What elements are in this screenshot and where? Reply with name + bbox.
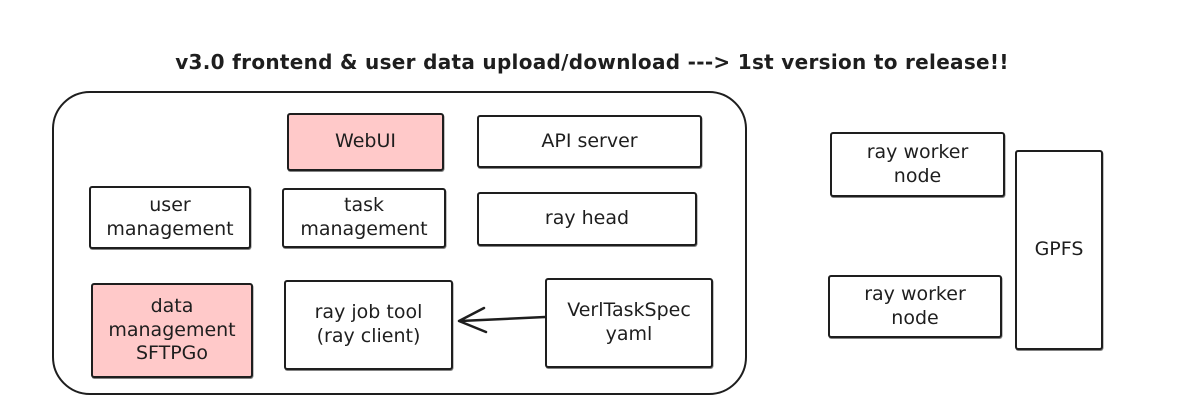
diagram-title: v3.0 frontend & user data upload/downloa… [175,50,1009,74]
node-ray-head[interactable]: ray head [477,192,697,246]
node-gpfs[interactable]: GPFS [1015,150,1103,350]
platform-group-frame [52,91,747,395]
node-ray-worker-1[interactable]: ray worker node [830,132,1005,197]
node-verl-task-spec-yaml[interactable]: VerlTaskSpec yaml [545,278,713,368]
node-ray-job-tool[interactable]: ray job tool (ray client) [284,280,453,370]
node-api-server[interactable]: API server [477,115,702,168]
node-webui[interactable]: WebUI [287,113,444,171]
node-user-management[interactable]: user management [89,186,251,249]
node-ray-worker-2[interactable]: ray worker node [828,275,1002,338]
node-task-management[interactable]: task management [282,188,446,248]
node-data-management-sftpgo[interactable]: data management SFTPGo [91,283,253,378]
